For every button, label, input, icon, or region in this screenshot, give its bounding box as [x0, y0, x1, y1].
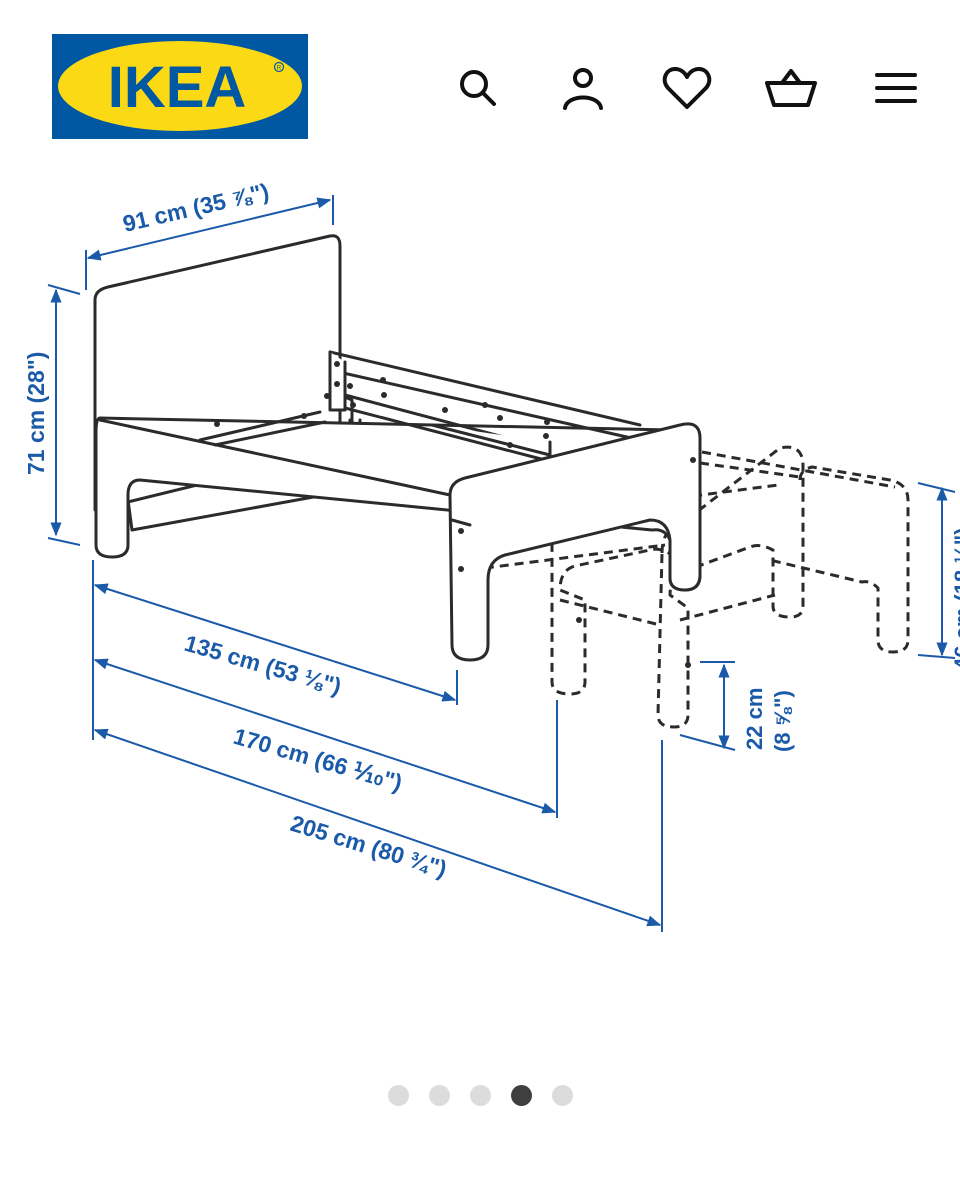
leg-height-label: 22 cm: [742, 688, 767, 750]
svg-text:R: R: [277, 66, 282, 72]
carousel-dot-4[interactable]: [510, 1084, 532, 1106]
header: IKEA R: [0, 0, 960, 150]
leg-height-inch-label: (8 ⅝"): [770, 690, 795, 752]
bed-frame: [93, 234, 702, 662]
basket-icon[interactable]: [761, 58, 821, 118]
carousel-dot-2[interactable]: [428, 1084, 450, 1106]
side-height-label: 46 cm (18 ⅛"): [950, 527, 960, 670]
logo-text: IKEA: [108, 55, 247, 120]
length-short-label: 135 cm (53 ⅛"): [182, 630, 345, 700]
menu-icon[interactable]: [866, 58, 926, 118]
carousel-dot-5[interactable]: [551, 1084, 573, 1106]
width-label: 91 cm (35 ⅞"): [120, 178, 271, 237]
ikea-logo[interactable]: IKEA R: [52, 34, 308, 139]
image-carousel-dots: [0, 1083, 960, 1107]
carousel-dot-1[interactable]: [387, 1084, 409, 1106]
bolt-holes: [214, 361, 696, 668]
bed-dimension-svg: 91 cm (35 ⅞") 71 cm (28") 135 cm (53 ⅛")…: [23, 178, 960, 932]
carousel-dot-3[interactable]: [469, 1084, 491, 1106]
length-long-label: 205 cm (80 ¾"): [288, 810, 450, 882]
heart-icon[interactable]: [657, 58, 717, 118]
extension-outline-near: [469, 445, 910, 729]
dimension-lines: [47, 195, 956, 932]
user-icon[interactable]: [553, 58, 613, 118]
search-icon[interactable]: [448, 58, 508, 118]
product-dimension-drawing: 91 cm (35 ⅞") 71 cm (28") 135 cm (53 ⅛")…: [0, 160, 960, 960]
height-label: 71 cm (28"): [23, 352, 49, 475]
